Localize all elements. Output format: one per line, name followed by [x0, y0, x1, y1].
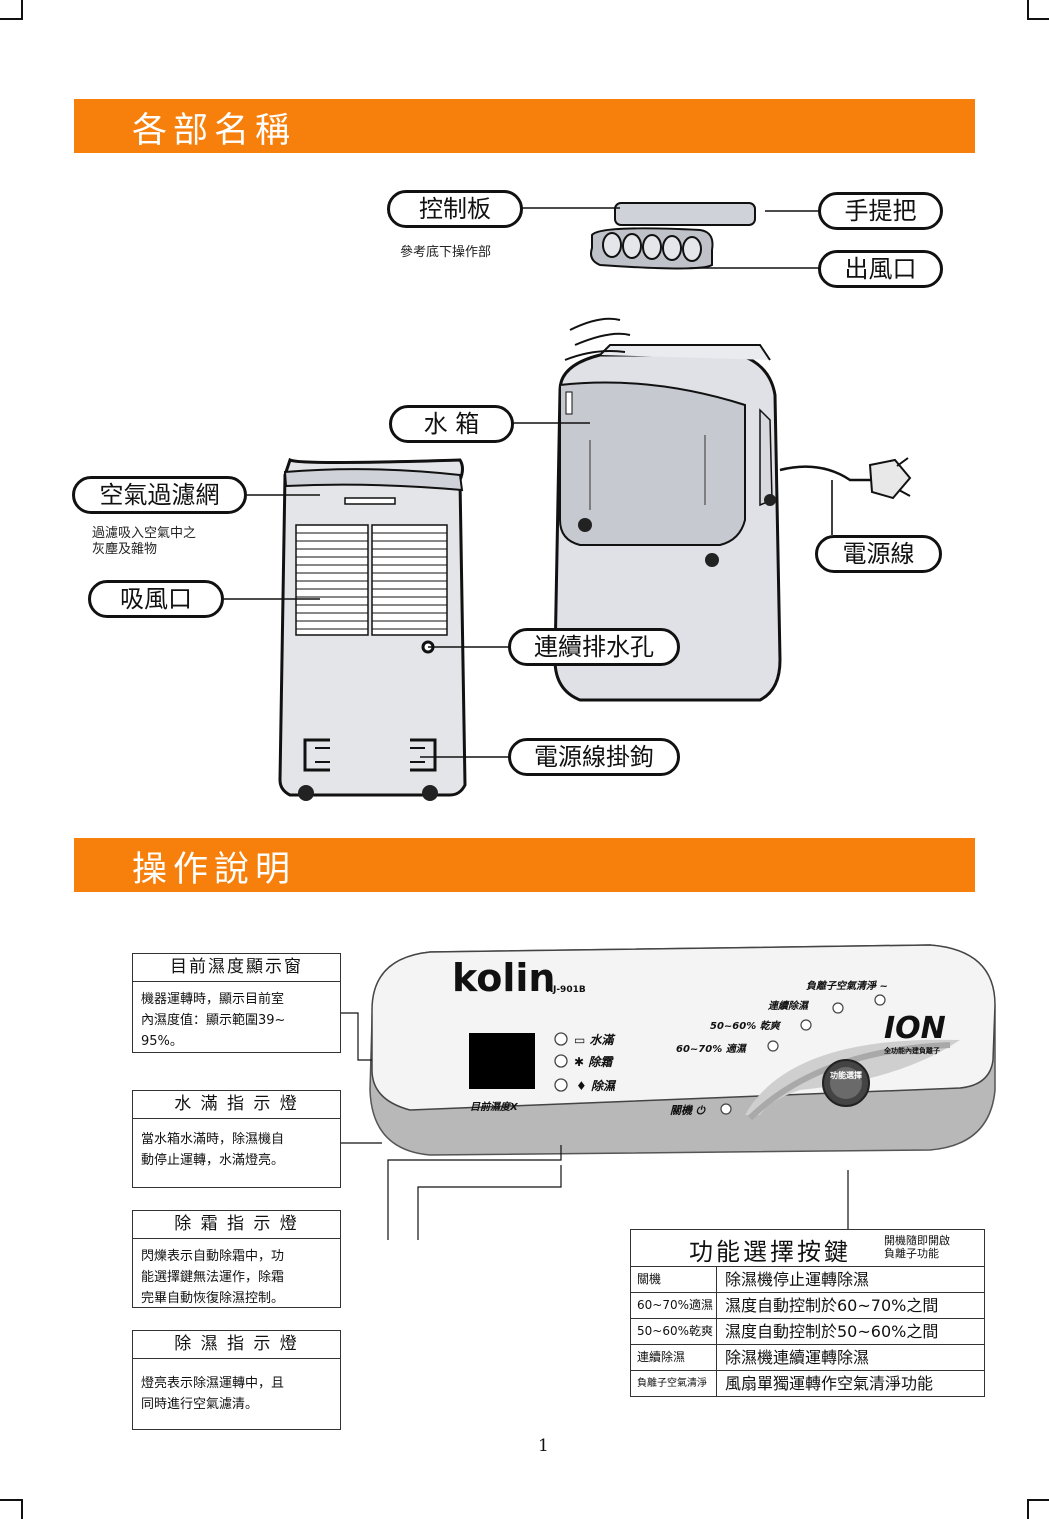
label-handle: 手提把 [818, 192, 943, 230]
control-panel-drawing [341, 944, 996, 1240]
label-air-filter: 空氣過濾網 [72, 476, 247, 514]
crop-mark-top-left [21, 0, 23, 20]
parts-section-title: 各部名稱 [132, 111, 297, 151]
led-dehumidify-label: ♦ 除濕 [576, 1079, 615, 1093]
crop-mark-top-right [1027, 0, 1029, 20]
air-filter-note: 過濾吸入空氣中之 灰塵及雜物 [92, 526, 197, 557]
crop-mark-bottom-right [1027, 1499, 1029, 1519]
callout-defrost: 除 霜 指 示 燈 閃爍表示自動除霜中，功 能選擇鍵無法運作，除霜 完畢自動恢復… [132, 1210, 341, 1308]
table-row: 60~70%適濕濕度自動控制於60~70%之間 [631, 1293, 984, 1319]
ion-logo: ION [884, 1011, 946, 1046]
label-drain-hole: 連續排水孔 [508, 628, 680, 666]
led-defrost-label: ✱ 除霜 [574, 1055, 613, 1069]
brand-logo: kolin [452, 956, 556, 1000]
crop-mark-bottom-left-h [0, 1499, 23, 1501]
table-row: 關機除濕機停止運轉除濕 [631, 1267, 984, 1293]
callout-water-full: 水 滿 指 示 燈 當水箱水滿時，除濕機自 動停止運轉，水滿燈亮。 [132, 1090, 341, 1188]
power-label: 關機 ⏻ [670, 1104, 705, 1117]
control-panel-note: 參考底下操作部 [400, 245, 492, 260]
label-air-inlet: 吸風口 [88, 580, 224, 618]
label-control-panel: 控制板 [387, 190, 523, 228]
mode-comfort-label: 60~70% 適濕 [676, 1044, 746, 1055]
humidity-display-label: 目前濕度X [470, 1102, 518, 1113]
operation-section-banner: 操作說明 [74, 838, 975, 892]
function-table-note: 開機隨即開啟 負離子功能 [884, 1234, 950, 1260]
callout-dehumidify-title: 除 濕 指 示 燈 [133, 1331, 340, 1359]
label-water-tank: 水 箱 [389, 405, 514, 443]
mode-dry-label: 50~60% 乾爽 [710, 1021, 780, 1032]
table-row: 連續除濕除濕機連續運轉除濕 [631, 1345, 984, 1371]
ion-sub-label: 全功能內建負離子 [884, 1047, 940, 1055]
back-unit-drawing [278, 457, 467, 801]
crop-mark-bottom-left [21, 1499, 23, 1519]
operation-section-title: 操作說明 [132, 850, 297, 890]
callout-humidity-display: 目前濕度顯示窗 機器運轉時，顯示目前室 內濕度值：顯示範圍39~ 95%。 [132, 953, 341, 1053]
callout-defrost-title: 除 霜 指 示 燈 [133, 1211, 340, 1239]
label-air-outlet: 出風口 [818, 250, 943, 288]
function-table-title: 功能選擇按鍵 [689, 1238, 851, 1266]
crop-mark-top-left-h [0, 18, 23, 20]
callout-humidity-display-title: 目前濕度顯示窗 [133, 954, 340, 982]
label-cord-hook: 電源線掛鉤 [508, 738, 680, 776]
led-water-full-label: ▭ 水滿 [574, 1033, 614, 1047]
callout-water-full-title: 水 滿 指 示 燈 [133, 1091, 340, 1119]
mode-ion-label: 負離子空氣清淨 ~ [806, 981, 888, 992]
function-table: 功能選擇按鍵 開機隨即開啟 負離子功能 關機除濕機停止運轉除濕 60~70%適濕… [630, 1229, 985, 1397]
crop-mark-bottom-right-h [1027, 1499, 1049, 1501]
front-unit-drawing [553, 202, 912, 702]
table-row: 負離子空氣清淨風扇單獨運轉作空氣清淨功能 [631, 1371, 984, 1396]
function-table-header: 功能選擇按鍵 開機隨即開啟 負離子功能 [631, 1230, 984, 1267]
label-power-cord: 電源線 [815, 535, 942, 573]
page-number: 1 [538, 1436, 549, 1456]
mode-continuous-label: 連續除濕 [768, 1001, 808, 1012]
callout-dehumidify: 除 濕 指 示 燈 燈亮表示除濕運轉中，且 同時進行空氣濾清。 [132, 1330, 341, 1430]
dehumidifier-illustration [224, 202, 912, 801]
leader-lines [224, 207, 833, 758]
model-number: KJ-901B [546, 985, 586, 995]
crop-mark-top-right-h [1027, 18, 1049, 20]
function-select-button[interactable]: 功能選擇 [830, 1071, 862, 1080]
parts-section-banner: 各部名稱 [74, 99, 975, 153]
table-row: 50~60%乾爽濕度自動控制於50~60%之間 [631, 1319, 984, 1345]
